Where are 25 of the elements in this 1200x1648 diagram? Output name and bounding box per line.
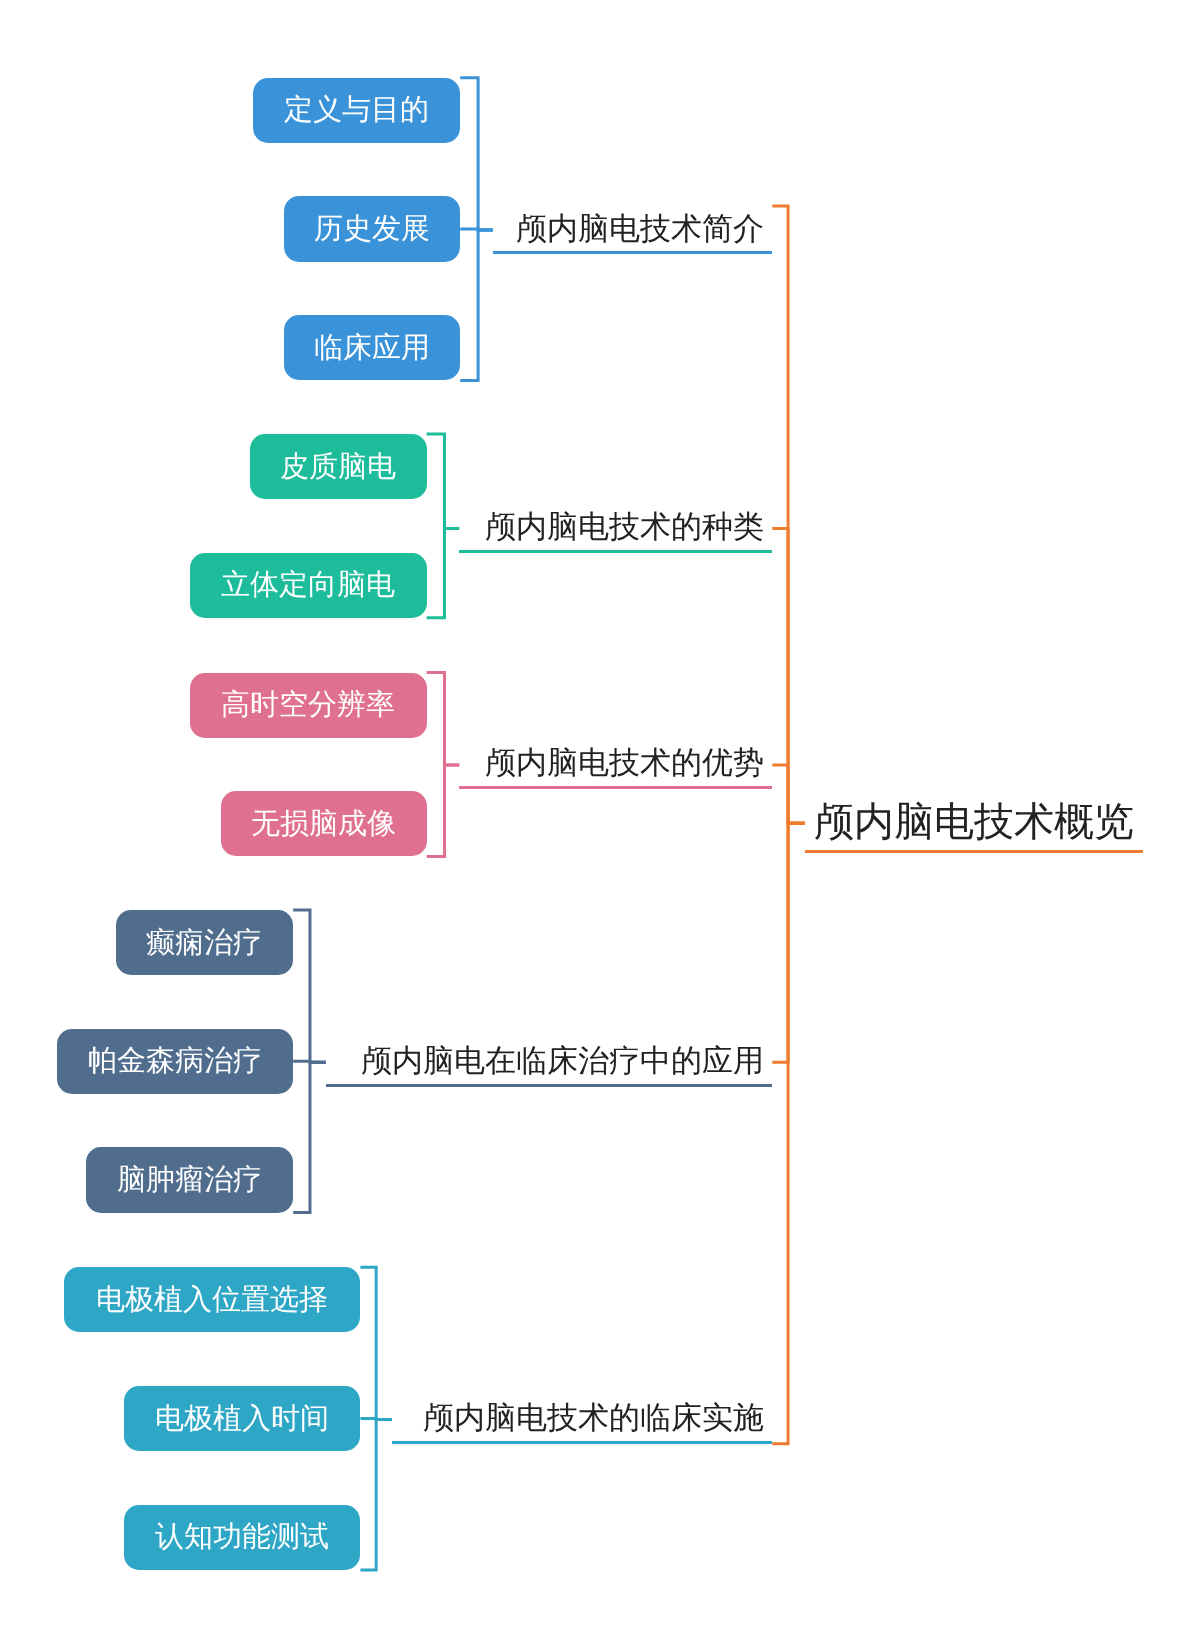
topic-box: 高时空分辨率 — [190, 672, 427, 738]
connector-line — [460, 228, 493, 382]
topic-box: 历史发展 — [283, 196, 461, 262]
subtopic-label: 颅内脑电技术简介 — [492, 205, 773, 255]
connector-line — [772, 821, 805, 1446]
topic-box: 癫痫治疗 — [115, 909, 294, 976]
topic-box: 电极植入位置选择 — [64, 1267, 361, 1333]
topic-box: 无损脑成像 — [220, 791, 427, 857]
connector-line — [293, 1060, 326, 1215]
topic-box: 立体定向脑电 — [190, 552, 427, 618]
topic-box: 临床应用 — [283, 315, 461, 381]
subtopic-label: 颅内脑电技术的种类 — [459, 504, 773, 553]
subtopic-label: 颅内脑电在临床治疗中的应用 — [325, 1038, 773, 1087]
subtopic-label: 颅内脑电技术的优势 — [459, 740, 773, 790]
topic-box: 电极植入时间 — [124, 1386, 361, 1452]
topic-box: 皮质脑电 — [250, 433, 427, 500]
central-topic: 颅内脑电技术概览 — [804, 793, 1144, 854]
subtopic-label: 颅内脑电技术的临床实施 — [391, 1395, 773, 1444]
topic-box: 认知功能测试 — [124, 1504, 361, 1570]
connector-line — [426, 527, 460, 620]
topic-box: 脑肿瘤治疗 — [86, 1147, 294, 1213]
topic-box: 定义与目的 — [253, 77, 461, 143]
connector-line — [360, 1418, 392, 1572]
connector-line — [426, 763, 460, 858]
topic-box: 帕金森病治疗 — [56, 1028, 294, 1094]
